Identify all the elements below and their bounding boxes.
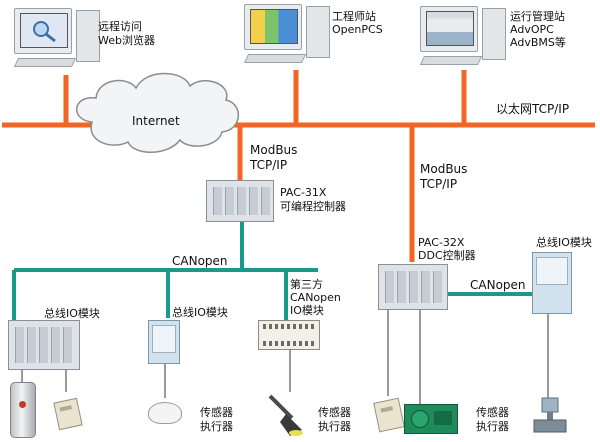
operations-station-pc [419,6,508,72]
io-third-label-2: CANopen [290,291,341,304]
spotlight-icon [268,394,303,436]
ops-pc-label-2: AdvOPC [510,23,554,36]
remote-pc-label-1: 远程访问 [98,20,142,33]
engineer-pc-label-1: 工程师站 [332,10,376,23]
internet-cloud [75,72,240,153]
io-module-a [8,320,80,370]
ops-pc-label-3: AdvBMS等 [510,36,566,49]
water-heater-icon [10,382,36,438]
generator-icon [404,404,458,434]
ethernet-label: 以太网TCP/IP [496,102,570,116]
field-right-label-1: 传感器 [476,406,509,419]
io-module-b [148,320,180,364]
internet-label: Internet [132,114,180,128]
engineer-pc-label-2: OpenPCS [332,23,383,36]
magnifier-icon [33,21,56,43]
valve-icon [533,397,567,433]
canopen-left-label: CANopen [172,254,228,268]
canopen-right-label: CANopen [470,278,526,292]
remote-pc-label-2: Web浏览器 [98,34,155,47]
io-right-label: 总线IO模块 [536,236,592,249]
modbus-right-label-2: TCP/IP [420,177,458,191]
pac32-controller [378,264,448,310]
io-third-label-1: 第三方 [290,278,323,291]
field-right-label-2: 执行器 [476,420,509,433]
pac31-controller [206,180,274,222]
pac32-label-2: DDC控制器 [418,249,476,262]
remote-access-pc [13,8,102,74]
field-c-label-1: 传感器 [318,406,351,419]
field-c-label-2: 执行器 [318,420,351,433]
modbus-left-label-1: ModBus [250,143,298,157]
pac31-label-1: PAC-31X [280,186,327,199]
modbus-left-label-2: TCP/IP [250,158,288,172]
ops-pc-label-1: 运行管理站 [510,10,565,23]
field-b-label-1: 传感器 [200,406,233,419]
io-module-right [532,252,572,314]
io-b-label: 总线IO模块 [172,306,228,319]
engineer-station-pc [243,4,332,70]
field-b-label-2: 执行器 [200,420,233,433]
modbus-right-label-1: ModBus [420,162,468,176]
smoke-sensor-icon [148,402,182,424]
pac32-label-1: PAC-32X [418,236,465,249]
io-third-label-3: IO模块 [290,304,324,317]
io-a-label: 总线IO模块 [44,307,100,320]
pac31-label-2: 可编程控制器 [280,200,346,213]
third-party-io-module [258,320,320,350]
